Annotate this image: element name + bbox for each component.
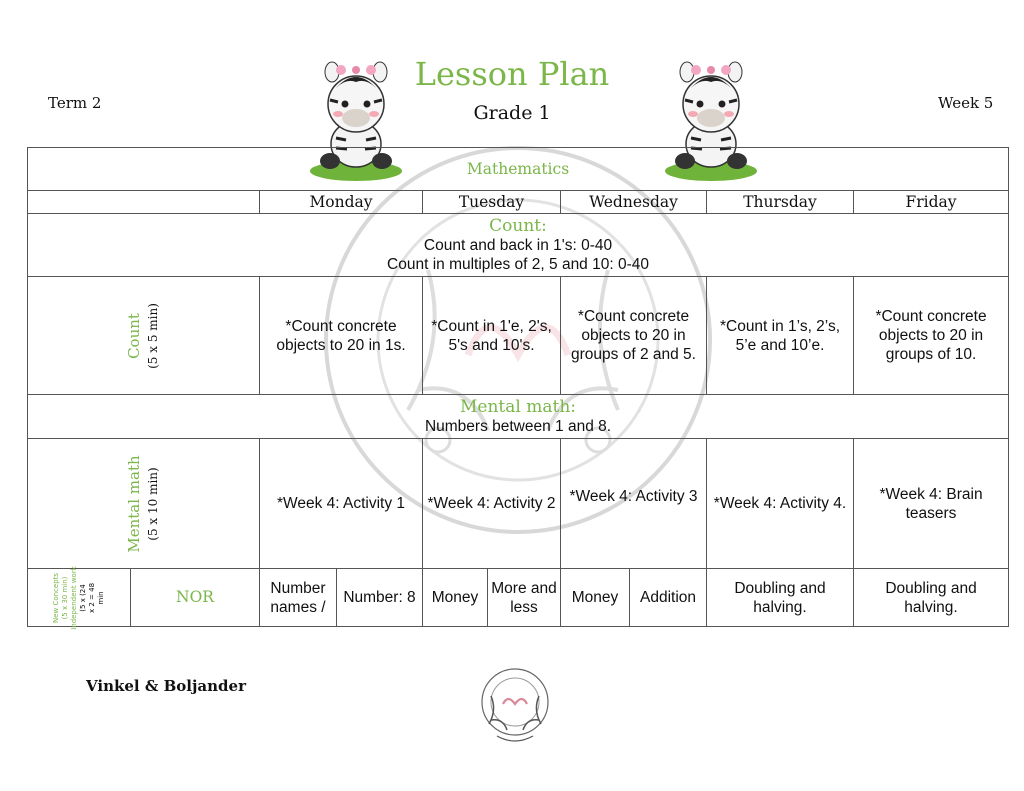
- zebra-mascot-left-icon: [310, 61, 402, 181]
- nor-cell-tuesday-2: More and less: [487, 568, 561, 627]
- lesson-plan-table: Mathematics Monday Tuesday Wednesday Thu…: [26, 147, 1010, 630]
- nor-side-line-6: min: [97, 590, 105, 605]
- grade-label: Grade 1: [473, 102, 551, 124]
- count-cell-thursday: *Count in 1’s, 2’s, 5’e and 10’e.: [706, 276, 854, 395]
- mental-side-title: Mental math: [124, 454, 143, 553]
- term-label: Term 2: [48, 94, 102, 112]
- nor-cell-monday-2: Number: 8: [336, 568, 423, 627]
- count-side-title: Count: [124, 312, 143, 359]
- subject-heading: Mathematics: [26, 147, 1010, 191]
- nor-cell-wednesday-1: Money: [560, 568, 630, 627]
- day-header-tuesday: Tuesday: [422, 190, 561, 214]
- day-header-monday: Monday: [259, 190, 423, 214]
- mental-section-header: Mental math: Numbers between 1 and 8.: [26, 394, 1010, 439]
- mental-line-1: Numbers between 1 and 8.: [424, 417, 612, 435]
- mental-cell-thursday: *Week 4: Activity 4.: [706, 438, 854, 569]
- nor-side-line-3: Independent work: [70, 565, 78, 630]
- mental-cell-tuesday: *Week 4: Activity 2: [422, 438, 561, 569]
- nor-cell-monday-1: Number names /: [259, 568, 337, 627]
- count-cell-wednesday: *Count concrete objects to 20 in groups …: [560, 276, 707, 395]
- nor-side-line-2: (5 x 30 min): [61, 576, 69, 619]
- mental-heading: Mental math:: [460, 396, 577, 417]
- day-header-friday: Friday: [852, 190, 1010, 214]
- nor-label: NOR: [130, 568, 260, 627]
- count-heading: Count:: [489, 215, 547, 236]
- day-header-thursday: Thursday: [706, 190, 854, 214]
- week-label: Week 5: [938, 94, 994, 112]
- count-cell-monday: *Count concrete objects to 20 in 1s.: [259, 276, 423, 395]
- nor-cell-friday: Doubling and halving.: [852, 568, 1010, 627]
- count-line-2: Count in multiples of 2, 5 and 10: 0-40: [387, 255, 649, 273]
- day-header-wednesday: Wednesday: [560, 190, 707, 214]
- count-cell-tuesday: *Count in 1'e, 2's, 5's and 10's.: [422, 276, 561, 395]
- nor-cell-tuesday-1: Money: [422, 568, 488, 627]
- count-side-label: Count (5 x 5 min): [27, 276, 260, 395]
- nor-side-line-4: (5 x (24: [79, 583, 87, 612]
- nor-cell-wednesday-2: Addition: [629, 568, 707, 627]
- count-side-duration: (5 x 5 min): [145, 302, 160, 369]
- count-cell-friday: *Count concrete objects to 20 in groups …: [852, 276, 1010, 395]
- footer-authors: Vinkel & Boljander: [86, 677, 246, 695]
- nor-side-label: New Concepts (5 x 30 min) Independent wo…: [27, 565, 131, 630]
- mental-cell-monday: *Week 4: Activity 1: [259, 438, 423, 569]
- nor-cell-thursday: Doubling and halving.: [706, 568, 854, 627]
- day-header-blank: [27, 190, 260, 214]
- mental-cell-wednesday: *Week 4: Activity 3: [560, 438, 707, 569]
- count-section-header: Count: Count and back in 1's: 0-40 Count…: [26, 213, 1010, 277]
- mental-cell-friday: *Week 4: Brain teasers: [852, 438, 1010, 569]
- count-line-1: Count and back in 1's: 0-40: [423, 236, 613, 254]
- nor-side-line-1: New Concepts: [52, 572, 60, 623]
- mental-side-duration: (5 x 10 min): [145, 466, 160, 541]
- brand-seal-logo-icon: [481, 668, 549, 742]
- mental-side-label: Mental math (5 x 10 min): [27, 438, 260, 569]
- page-title: Lesson Plan: [414, 55, 610, 93]
- nor-side-line-5: x 2 = 48: [88, 582, 96, 613]
